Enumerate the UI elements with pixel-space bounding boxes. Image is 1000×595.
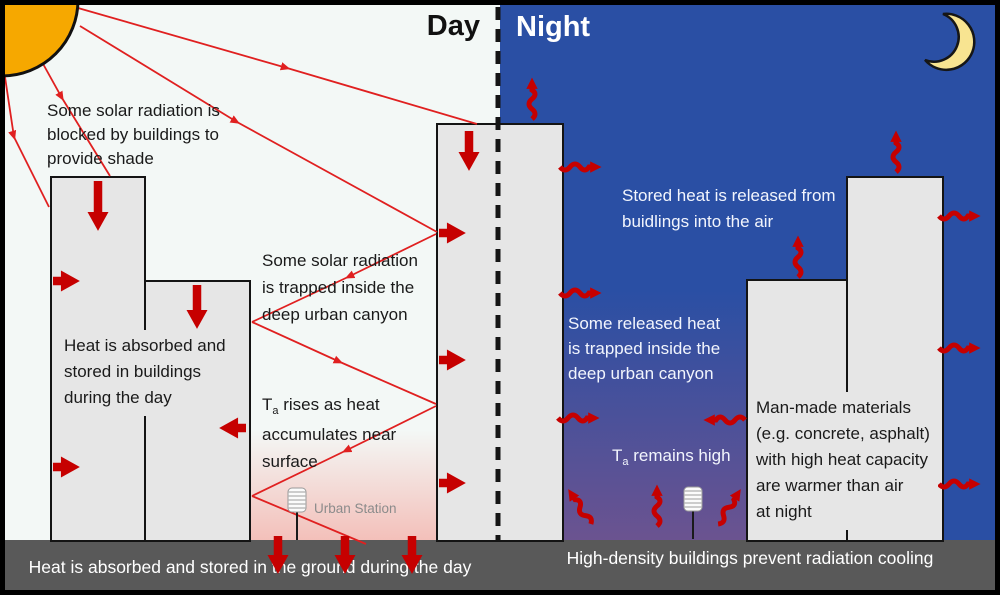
ground-bar: Heat is absorbed and stored in the groun…	[0, 540, 1000, 595]
night-ground-caption: High-density buildings prevent radiation…	[566, 548, 934, 568]
note-released-heat-trapped: Some released heat is trapped inside the…	[568, 314, 721, 383]
day-ground-caption: Heat is absorbed and stored in the groun…	[28, 557, 472, 577]
urban-station-label: Urban Station	[314, 501, 397, 516]
note-heat-absorbed-buildings: Heat is absorbed and stored in buildings…	[58, 330, 234, 416]
building-center-tall	[436, 123, 564, 542]
note-ta-remains-high: Ta remains high	[612, 446, 731, 468]
note-solar-trapped-canyon: Some solar radiation is trapped inside t…	[262, 251, 418, 324]
night-label: Night	[516, 11, 591, 43]
note-solar-blocked: Some solar radiation is blocked by build…	[47, 101, 220, 168]
day-label: Day	[426, 10, 480, 42]
note-manmade-materials: Man-made materials (e.g. concrete, aspha…	[750, 392, 938, 530]
note-ta-rises: Ta rises as heat accumulates near surfac…	[262, 395, 397, 471]
note-stored-heat-released: Stored heat is released from buidlings i…	[622, 186, 836, 231]
